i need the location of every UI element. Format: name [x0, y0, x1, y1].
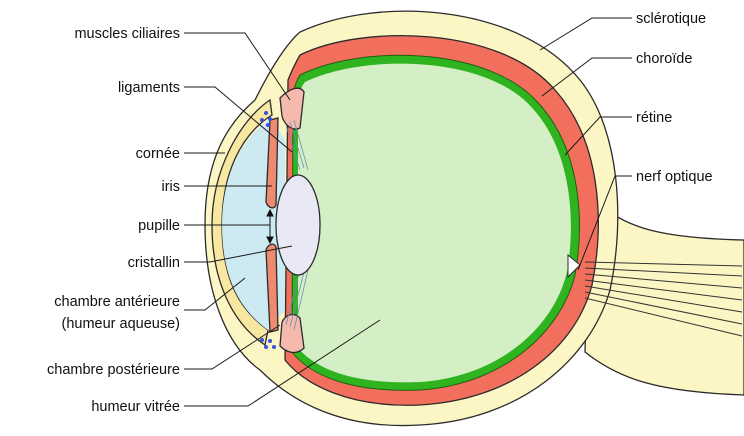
label-pupille: pupille	[138, 218, 180, 234]
label-muscles-ciliaires: muscles ciliaires	[74, 26, 180, 42]
label-cornee: cornée	[136, 146, 180, 162]
label-sclerotique: sclérotique	[636, 11, 706, 27]
leader-sclerotique	[540, 18, 632, 50]
label-humeur-aqueuse: (humeur aqueuse)	[62, 316, 181, 332]
lens-shape	[276, 175, 320, 275]
label-humeur-vitree: humeur vitrée	[91, 399, 180, 415]
label-iris: iris	[161, 179, 180, 195]
label-retine: rétine	[636, 110, 672, 126]
label-nerf-optique: nerf optique	[636, 169, 713, 185]
vitreous-shape	[298, 64, 571, 383]
label-chambre-posterieure: chambre postérieure	[47, 362, 180, 378]
label-ligaments: ligaments	[118, 80, 180, 96]
label-chambre-anterieure: chambre antérieure	[54, 294, 180, 310]
label-cristallin: cristallin	[128, 255, 180, 271]
label-choroide: choroïde	[636, 51, 692, 67]
